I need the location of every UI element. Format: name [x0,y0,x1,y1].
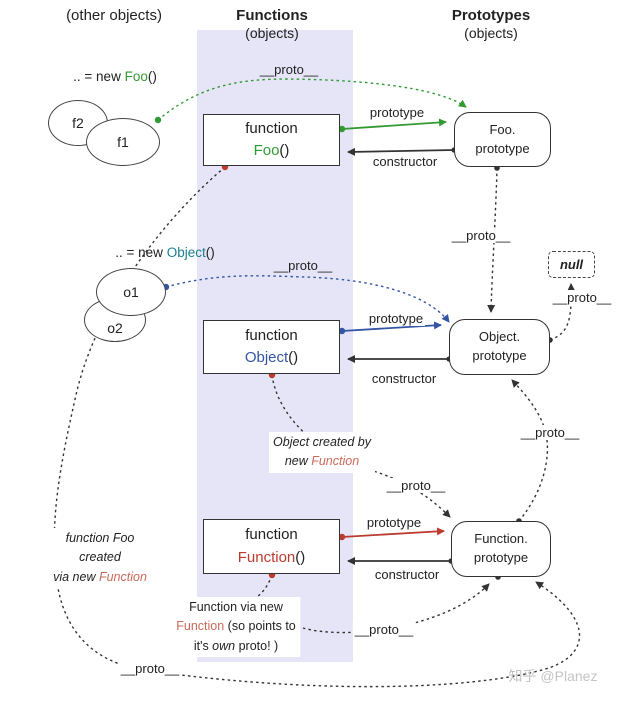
note-foo-created-prefix: via new [53,569,99,584]
function-box-object: function Object() [203,320,340,374]
note-foo-created-line1: function Foo [65,531,135,545]
note-own-name: Function [176,619,225,634]
prototype-box-object-line1: Object. [478,329,521,345]
prototype-box-object: Object. prototype [449,319,550,375]
edge-label-proto-fooproto: __proto__ [449,228,513,243]
edge-label-proto-fnproto: __proto__ [518,425,582,440]
edge-endpoint-dot [338,533,346,541]
note-foo-created: function Foo created via new Function [49,528,151,589]
prototype-box-function-line1: Function. [474,531,528,547]
note-own-line2-rest: (so points to [224,619,296,634]
instance-label-f2: f2 [72,115,84,131]
note-own-line3-em: own [212,638,236,653]
column-subheader-prototypes: (objects) [464,25,518,41]
function-box-function-line1: function [245,526,298,543]
note-object-created-prefix: new [284,454,312,469]
edge-label-prototype-object: prototype [366,311,426,326]
instance-label-o1: o1 [123,284,139,300]
edge-label-proto-o1: __proto__ [273,258,333,273]
edge-label-constructor-object: constructor [371,371,437,386]
instance-ellipse-o1: o1 [96,268,166,316]
column-subheader-functions: (objects) [245,25,299,41]
note-own-line2: Function (so points to [176,617,296,636]
edge-foofn-proto-to-functionprototype [53,166,581,688]
edge-label-proto-own: __proto__ [352,622,416,637]
function-box-function-parens: () [295,548,306,566]
edge-label-constructor-foo: constructor [372,154,438,169]
edge-label-proto-f1: __proto__ [259,62,319,77]
note-foo-created-line3: via new Function [53,568,147,587]
note-own-line1: Function via new [189,600,283,614]
function-box-object-line2: Object() [245,347,298,370]
watermark: 知乎 @Planez [508,668,598,684]
column-header-prototypes: Prototypes [451,7,531,24]
function-box-object-line1: function [245,326,298,344]
prototype-box-function: Function. prototype [451,521,551,577]
prototype-box-foo: Foo. prototype [454,112,551,167]
note-foo-created-name: Function [98,569,147,584]
note-function-own-proto: Function via new Function (so points to … [172,597,300,658]
function-box-foo-line1: function [245,119,298,137]
edge-functionprototype-proto-to-objectprototype [511,379,549,522]
label-new-object-parens: () [205,245,215,260]
edge-function-prototype-link [341,527,445,538]
edge-endpoint-dot [338,125,346,133]
edge-endpoint-dot [338,327,346,335]
edge-foo-prototype-link [341,118,447,130]
edge-label-proto-objectfn: __proto__ [384,478,448,493]
function-box-foo: function Foo() [203,114,340,166]
edge-foo-constructor-link [347,147,455,156]
edge-label-proto-null: __proto__ [550,290,614,305]
null-box: null [548,251,595,278]
label-new-foo-parens: () [147,69,157,84]
edge-label-prototype-foo: prototype [367,105,427,120]
instance-label-o2: o2 [107,320,123,336]
label-new-object-prefix: .. = new [115,245,167,260]
function-box-foo-name: Foo [253,142,280,159]
note-own-line3-rest: proto! ) [235,638,279,653]
prototype-box-object-line2: prototype [472,348,527,363]
function-box-object-parens: () [288,349,299,366]
prototype-box-foo-line1: Foo. [489,121,516,137]
edge-label-proto-foofn: __proto__ [118,661,182,676]
column-header-other-objects: (other objects) [66,7,162,24]
note-foo-created-line2: created [79,550,121,565]
function-box-object-name: Object [244,349,289,366]
function-box-function: function Function() [203,519,340,574]
prototype-box-foo-line2: prototype [475,140,530,156]
note-object-created-line2: new Function [273,452,371,471]
edge-label-constructor-function: constructor [374,567,440,582]
function-box-foo-line2: Foo() [254,140,290,163]
null-label: null [559,257,584,272]
note-object-created-name: Function [311,454,360,469]
label-new-foo-name: Foo [124,69,148,84]
instance-ellipse-f1: f1 [86,118,160,166]
label-new-foo-prefix: .. = new [73,69,125,84]
edge-object-prototype-link [341,321,442,332]
label-new-foo: .. = new Foo() [73,69,157,84]
note-object-created-line1: Object created by [273,435,371,449]
function-box-foo-parens: () [279,142,290,159]
prototype-box-function-line2: prototype [473,550,529,565]
label-new-object-name: Object [166,245,206,260]
edge-functionfn-proto-connector [256,574,273,598]
label-new-object: .. = new Object() [115,245,214,260]
column-header-functions: Functions [236,7,308,24]
edge-label-prototype-function: prototype [364,515,424,530]
instance-label-f1: f1 [117,134,129,150]
function-box-function-name: Function [237,548,296,566]
note-own-line3: it's own proto! ) [176,637,296,656]
edge-endpoint-dot [154,116,162,124]
function-box-function-line2: Function() [238,547,306,570]
note-own-line3-prefix: it's [193,638,213,653]
note-object-created: Object created by new Function [269,432,375,473]
